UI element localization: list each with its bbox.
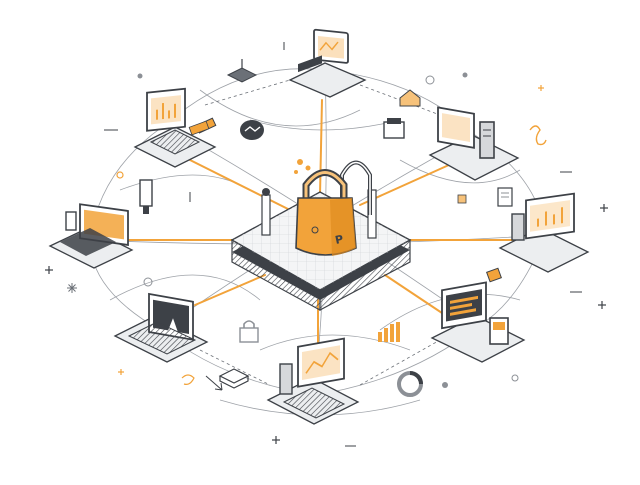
mini-lock-icon [239,320,259,343]
folder-icon [383,118,405,139]
spoke [319,99,323,196]
ring-icon [425,75,435,85]
desktop-monitor-icon [525,192,575,240]
spoke [189,159,291,211]
dashed-link [199,349,271,386]
thin-link [399,159,521,184]
thin-link [259,334,411,351]
node-base [288,62,367,98]
laptop-icon [297,337,345,388]
orange-tile-icon [188,120,210,136]
ring-icon [143,277,153,287]
node-bottom-laptop [266,337,360,425]
keyboard [298,55,322,73]
spoke [359,159,461,206]
sparkle-icon [45,204,608,444]
dot-icon [442,382,448,388]
node-left-laptop [48,203,134,269]
cloud-icon [240,120,264,140]
dot-icon [137,73,143,79]
gear-icon [67,283,77,293]
thin-link [109,274,261,301]
node-top-monitor [288,28,367,98]
node-lower-right-desktop [430,281,526,363]
desktop-tower-icon [437,106,475,149]
dashed-link [204,79,291,106]
padlock-mark: P [334,233,345,247]
coin-icon [294,159,311,174]
gauge-icon [397,371,423,397]
node-upper-left-laptop [133,87,217,168]
dot-icon [511,374,519,382]
laptop-icon [146,87,186,132]
usb-drive-icon [139,179,153,214]
router-icon [226,59,258,83]
node-lower-left-laptop [113,292,209,363]
database-icon [218,368,250,389]
thin-link [199,89,361,127]
orange-tile-icon [486,267,502,283]
node-upper-right-desktop [428,106,520,181]
house-icon [399,89,421,107]
tick-marks [104,42,582,447]
squiggle-icon [529,125,547,146]
spoke [194,274,266,306]
document-icon [497,187,513,207]
thin-link [249,119,401,131]
decorative-icons [45,42,608,447]
hub-connection-spokes [127,99,521,366]
node-right-desktop [498,192,590,273]
dot-icon [462,72,468,78]
arrow-icon [205,375,223,391]
bar-chart-icon [378,322,400,342]
padlock-icon: P [295,169,357,256]
spoke [384,274,446,316]
pillar-left [261,194,271,236]
sparkle-icon [118,85,544,375]
squiggle-icon [181,374,195,385]
ring-icon [116,171,124,179]
orange-tile-icon [457,194,467,204]
